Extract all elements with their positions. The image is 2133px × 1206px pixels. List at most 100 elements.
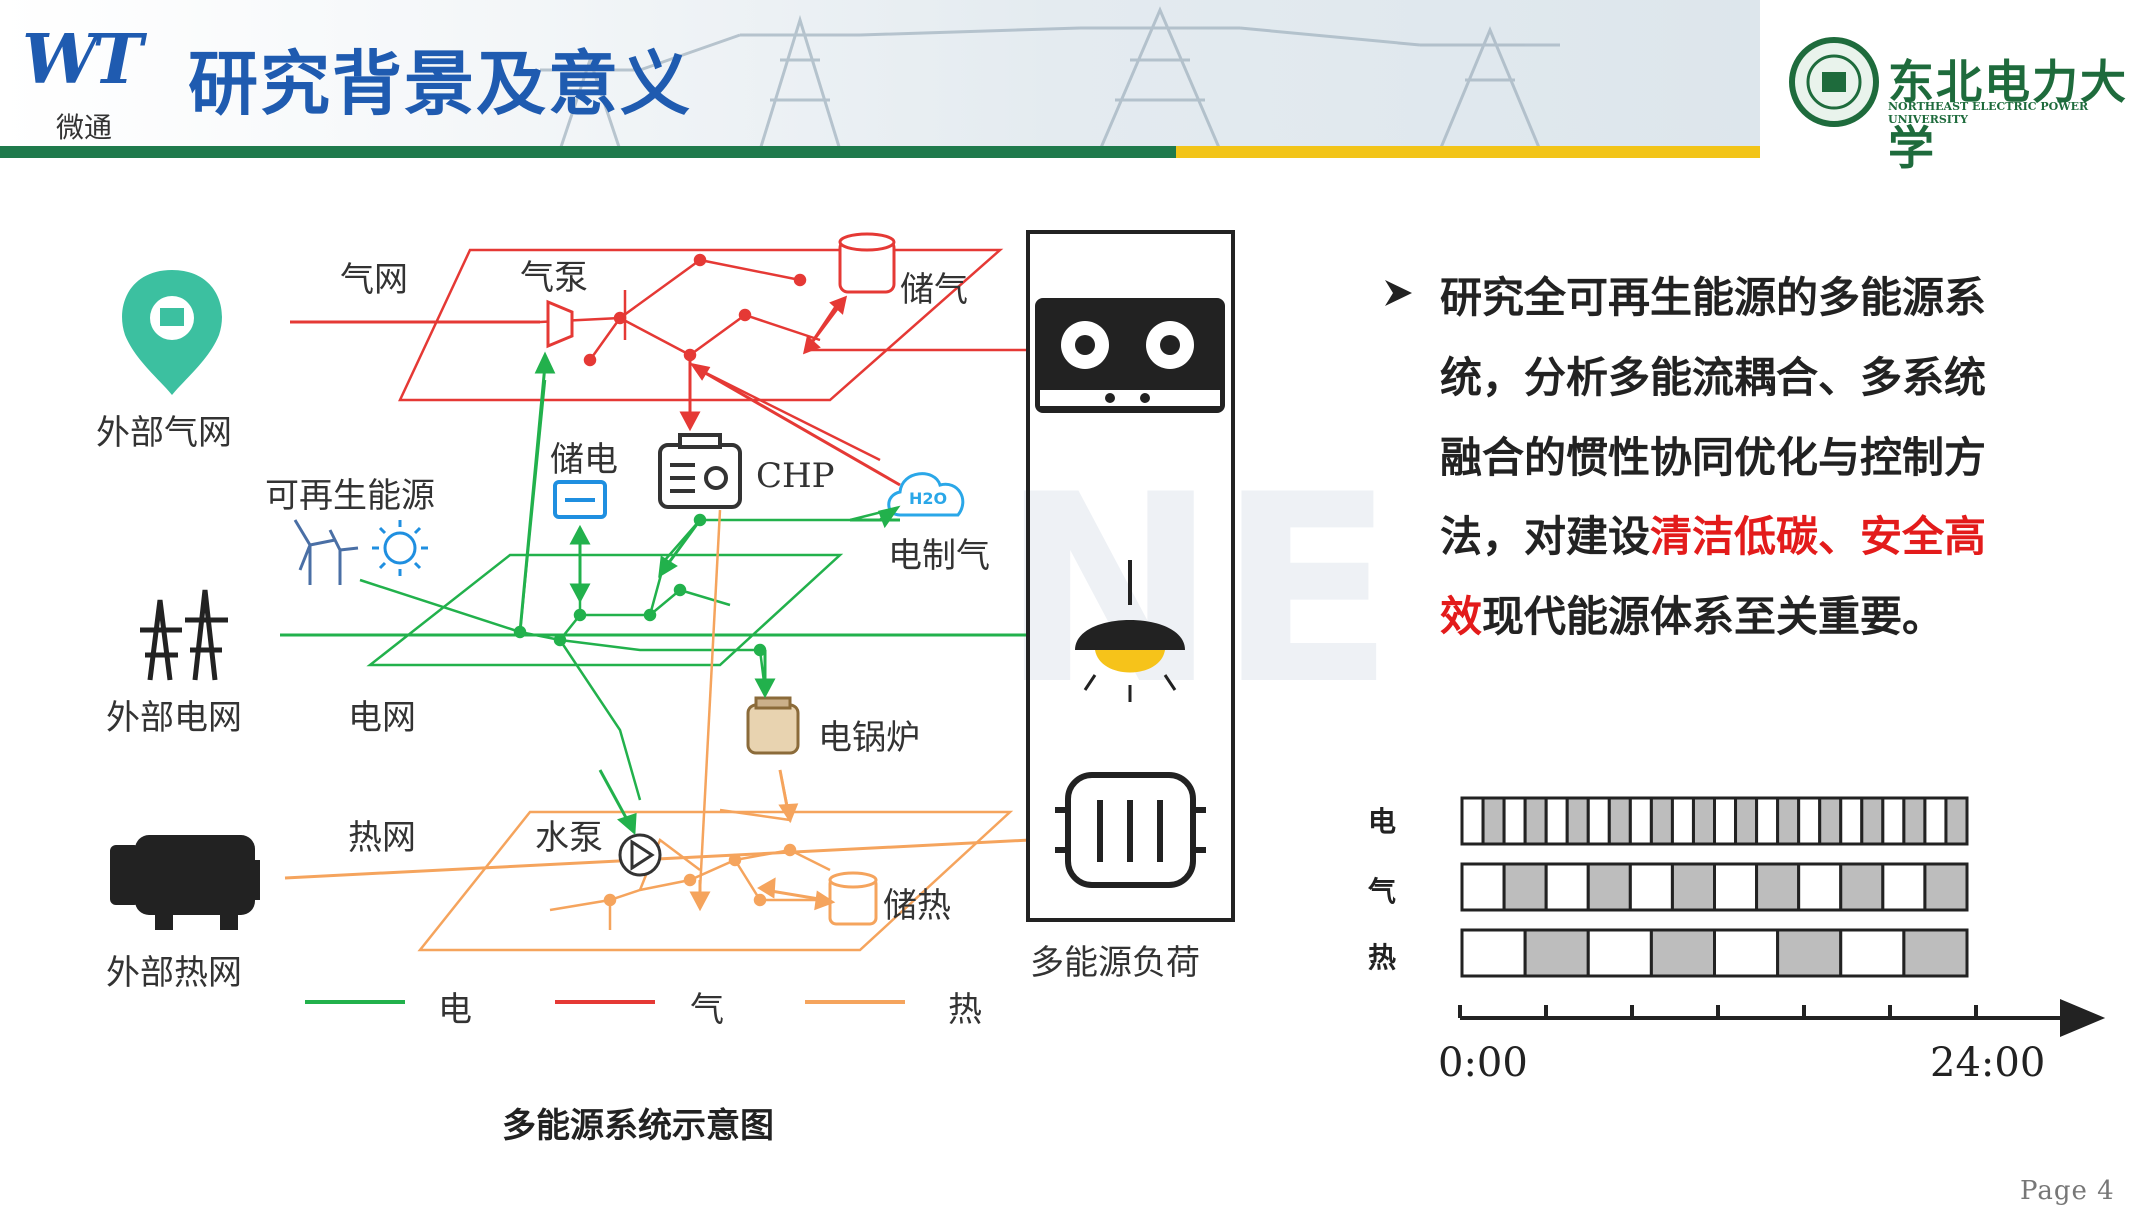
- timeline-cell: [1544, 796, 1569, 846]
- label-chp: CHP: [756, 456, 835, 496]
- timeline-cell: [1460, 796, 1485, 846]
- timeline-cell: [1902, 928, 1969, 978]
- label-external-grid: 外部电网: [106, 698, 242, 738]
- page-title: 研究背景及意义: [188, 43, 692, 125]
- timeline-label-elec: 电: [1368, 805, 1397, 838]
- header-rule-green: [0, 146, 1176, 158]
- timeline-cell: [1523, 796, 1548, 846]
- timeline-cell: [1776, 928, 1843, 978]
- chp-icon: [658, 433, 742, 509]
- timeline-cell: [1586, 862, 1632, 912]
- timeline-cell: [1734, 796, 1759, 846]
- timeline-cell: [1839, 796, 1864, 846]
- timeline-cell: [1713, 862, 1759, 912]
- timeline-cell: [1902, 796, 1927, 846]
- timeline-cell: [1565, 796, 1590, 846]
- time-axis: [1458, 998, 2106, 1038]
- bullet-highlight: 清洁低碳、安全高效: [1440, 512, 1987, 642]
- timeline-cell: [1502, 862, 1548, 912]
- label-electric-boiler: 电锅炉: [818, 718, 920, 758]
- label-external-gas: 外部气网: [96, 413, 232, 453]
- timeline-cell: [1839, 862, 1885, 912]
- timeline-cell: [1670, 796, 1695, 846]
- timeline-cell: [1481, 796, 1506, 846]
- electric-boiler-icon: [746, 696, 800, 755]
- timeline-cell: [1713, 796, 1738, 846]
- timeline-cell: [1797, 796, 1822, 846]
- time-start-label: 0:00: [1438, 1040, 1528, 1086]
- bullet-arrow-icon: [1385, 280, 1412, 306]
- gas-storage-icon: [838, 232, 896, 294]
- gas-network: [290, 248, 1030, 462]
- label-p2g: 电制气: [888, 536, 990, 576]
- university-name: 东北电力大学: [1888, 55, 2128, 175]
- timeline-cell: [1881, 862, 1927, 912]
- timeline-cell: [1923, 796, 1948, 846]
- timeline-cell: [1544, 862, 1590, 912]
- timeline-cell: [1818, 796, 1843, 846]
- timeline-cell: [1923, 862, 1969, 912]
- header-banner: [0, 0, 1760, 150]
- heat-plane: [417, 810, 1014, 952]
- timeline-cell: [1523, 928, 1590, 978]
- timeline-cell: [1586, 928, 1653, 978]
- timeline-cell: [1797, 862, 1843, 912]
- power-storage-icon: [553, 480, 607, 519]
- label-electric-network: 电网: [348, 698, 416, 738]
- timeline-cell: [1755, 796, 1780, 846]
- timeline-cell: [1628, 862, 1674, 912]
- label-power-storage: 储电: [550, 440, 618, 480]
- label-renewable: 可再生能源: [265, 476, 435, 516]
- timeline-cell: [1460, 862, 1506, 912]
- timeline-cell: [1628, 796, 1653, 846]
- legend-elec-label: 电: [438, 990, 472, 1030]
- bullet-text-part1: 研究全可再生能源的多能源系统，分析多能流耦合、多系统融合的惯性协同优化与控制方法…: [1440, 273, 1987, 562]
- label-external-heat: 外部热网: [106, 953, 242, 993]
- external-grid-tower-icon: [140, 589, 228, 681]
- page-number: Page 4: [2020, 1176, 2115, 1206]
- timeline-cell: [1839, 928, 1906, 978]
- bullet-text-part2: 现代能源体系至关重要。: [1482, 592, 1945, 642]
- load-panel: [1026, 230, 1235, 922]
- timeline-label-gas: 气: [1368, 875, 1397, 908]
- label-gas-storage: 储气: [900, 270, 968, 310]
- timeline-cell: [1649, 796, 1674, 846]
- h2o-badge-text: H2O: [909, 489, 947, 508]
- radiator-icon: [1055, 772, 1206, 888]
- diagram-caption: 多能源系统示意图: [502, 1106, 774, 1146]
- timeline-cell: [1755, 862, 1801, 912]
- timeline-label-heat: 热: [1368, 941, 1397, 974]
- gas-stove-icon: [1035, 298, 1225, 413]
- logo-subtitle: 微通: [56, 111, 113, 144]
- water-pump-icon: [618, 833, 662, 877]
- timeline-blocks: [1460, 796, 1969, 978]
- external-gas-icon: [122, 270, 222, 395]
- ne-watermark-icon: NE: [1000, 440, 1395, 742]
- timeline-cell: [1944, 796, 1969, 846]
- timeline-cell: [1586, 796, 1611, 846]
- timeline-cell: [1649, 928, 1716, 978]
- wind-turbine-icon: [293, 519, 359, 585]
- label-gas-pump: 气泵: [520, 258, 588, 298]
- timeline-cell: [1691, 796, 1717, 846]
- time-end-label: 24:00: [1930, 1040, 2046, 1086]
- label-heat-storage: 储热: [883, 886, 951, 926]
- timeline-cell: [1607, 796, 1632, 846]
- label-load: 多能源负荷: [1030, 943, 1200, 983]
- timeline-cell: [1502, 796, 1527, 846]
- ceiling-lamp-icon: [1075, 560, 1185, 702]
- university-name-en: NORTHEAST ELECTRIC POWER UNIVERSITY: [1888, 100, 2089, 126]
- h2o-cloud-icon: [887, 472, 965, 517]
- timeline-cell: [1460, 928, 1527, 978]
- gas-plane: [398, 248, 1004, 402]
- timeline-cell: [1860, 796, 1885, 846]
- timeline-cell: [1881, 796, 1906, 846]
- power-tower-backdrop-icon: [540, 6, 1560, 150]
- header-rule-yellow: [1176, 146, 1760, 158]
- gas-pump-icon: [546, 299, 574, 349]
- external-heat-boiler-icon: [110, 835, 260, 930]
- label-gas-network: 气网: [340, 260, 408, 300]
- time-axis-arrow-icon: [2060, 998, 2106, 1038]
- wt-logo: WT: [22, 20, 143, 100]
